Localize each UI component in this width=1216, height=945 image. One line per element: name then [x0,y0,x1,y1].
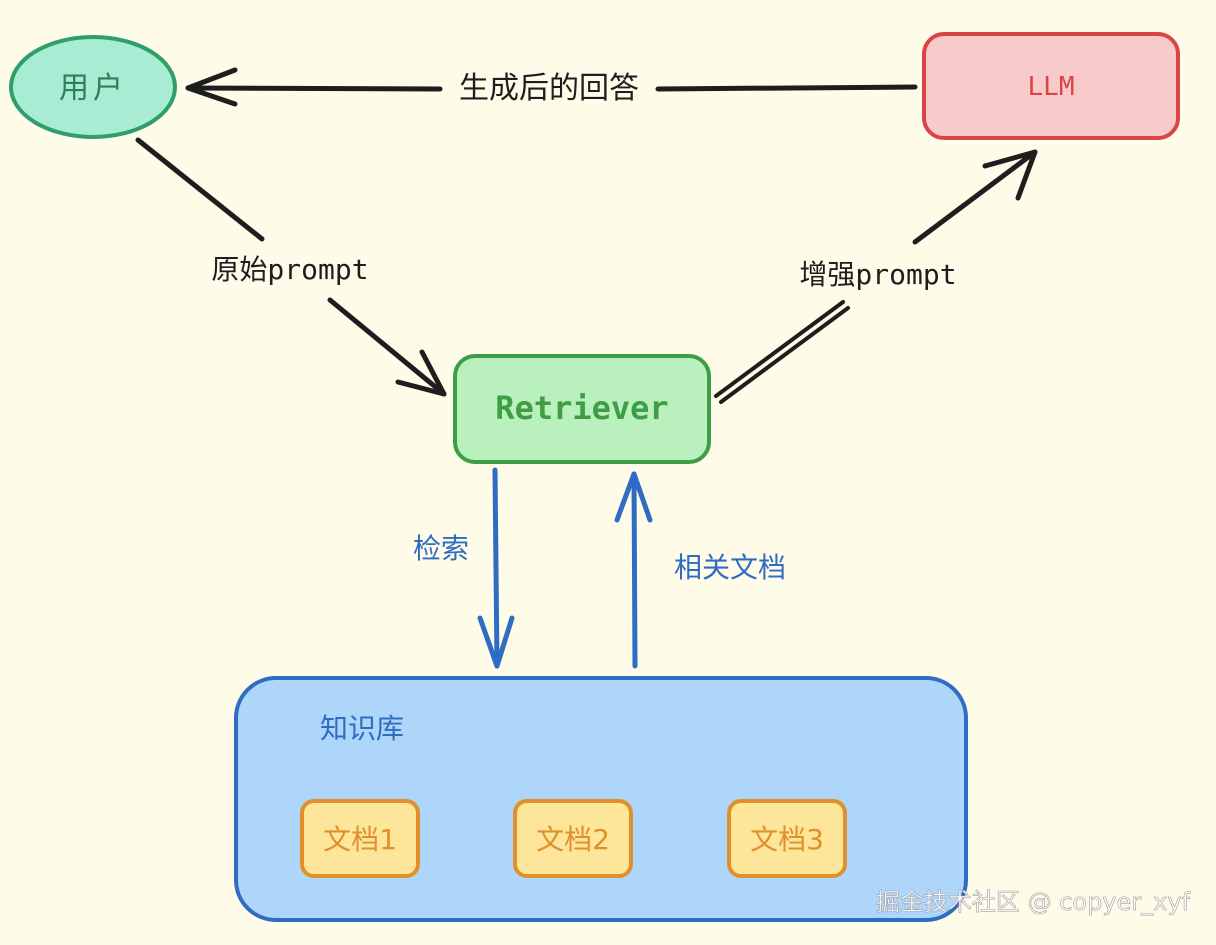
edge-related-docs: 相关文档 [614,471,786,669]
edge-search: 检索 [413,467,515,669]
node-doc-1-label: 文档1 [323,823,397,856]
node-doc-3-shape [727,799,847,878]
node-llm-label: LLM [1028,72,1075,102]
edge-search-label: 检索 [413,532,469,565]
node-doc-1-shape [300,799,420,878]
edge-answer: 生成后的回答 [185,67,918,107]
edge-answer-arrowhead [185,67,238,107]
edge-answer-line-left [185,85,443,92]
edge-answer-label: 生成后的回答 [459,71,639,106]
node-user-label: 用户 [59,71,127,106]
node-user: 用户 [9,35,177,139]
node-doc-1: 文档1 [300,799,420,878]
node-user-shape [9,35,177,139]
node-knowledge-base-label: 知识库 [320,712,404,745]
edge-raw-prompt: 原始prompt [135,137,447,397]
edge-raw-prompt-label: 原始prompt [211,253,368,286]
edge-answer-line-right [655,84,918,92]
node-retriever-shape [453,354,711,464]
node-doc-3-label: 文档3 [750,823,824,856]
edge-enhanced-prompt-line-bottom-b [719,306,850,404]
node-knowledge-base: 知识库 文档1 文档2 文档3 [234,676,968,922]
node-retriever: Retriever [453,354,711,464]
watermark-text: 掘金技术社区 @ copyer_xyf [876,888,1191,916]
node-retriever-label: Retriever [495,389,668,427]
edge-search-line [492,467,500,669]
node-llm-shape [922,32,1180,140]
edge-search-arrowhead [477,615,515,669]
edge-raw-prompt-line-bottom [327,297,447,397]
edge-enhanced-prompt-line-bottom-a [714,300,845,398]
node-doc-2-label: 文档2 [536,823,610,856]
edge-related-docs-line [631,471,638,669]
edge-enhanced-prompt: 增强prompt [714,149,1038,404]
node-llm: LLM [922,32,1180,140]
node-doc-3: 文档3 [727,799,847,878]
edge-raw-prompt-line-top [135,137,265,242]
node-doc-2-shape [513,799,633,878]
edge-related-docs-arrowhead [614,471,653,523]
edge-enhanced-prompt-label: 增强prompt [799,258,956,291]
node-doc-2: 文档2 [513,799,633,878]
edge-raw-prompt-arrowhead [395,349,447,397]
edge-enhanced-prompt-arrowhead [982,149,1038,201]
edge-related-docs-label: 相关文档 [674,551,786,584]
edge-enhanced-prompt-line-top [912,149,1038,245]
